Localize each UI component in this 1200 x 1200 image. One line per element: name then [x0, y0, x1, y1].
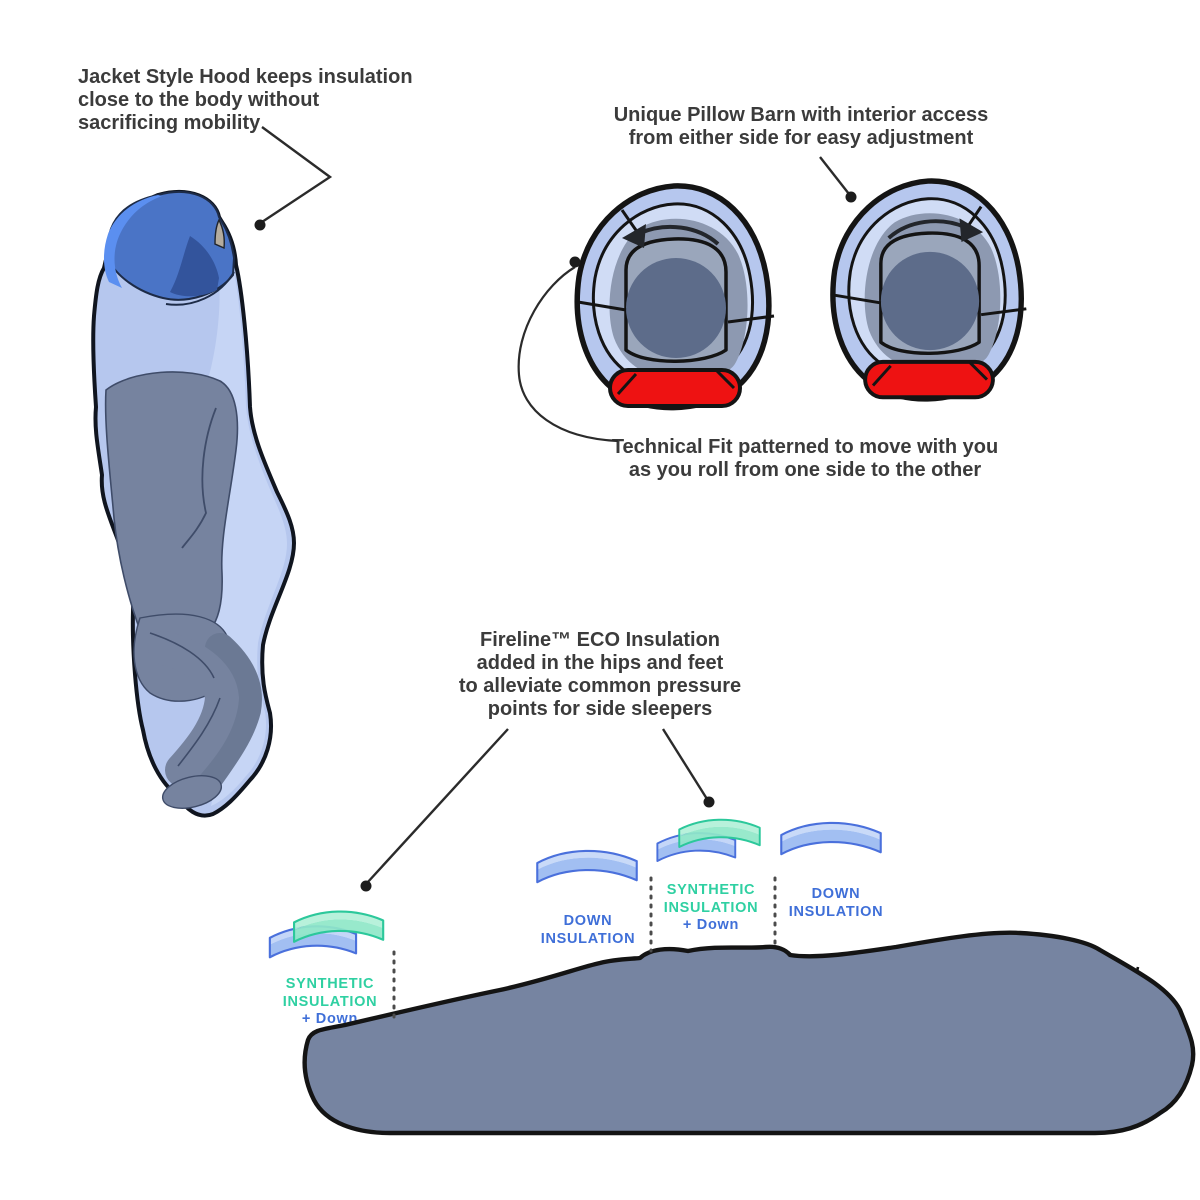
zone-label-synthetic-down-hips: SYNTHETIC INSULATION + Down: [648, 882, 774, 935]
fireline-annotation-line: added in the hips and feet: [476, 652, 724, 674]
pillow-barn-left-view: [574, 183, 775, 411]
sleeper-body-torso: [104, 371, 239, 631]
zone-material: DOWN: [811, 886, 861, 902]
zone-extra: + Down: [682, 917, 740, 933]
zone-material: INSULATION: [540, 930, 636, 947]
zone-material: INSULATION: [282, 993, 378, 1010]
pillow-barn-annotation-line: Unique Pillow Barn with interior access: [613, 104, 989, 126]
synthetic-down-wedge-icon: [656, 818, 761, 862]
fireline-annotation-line: Fireline™ ECO Insulation: [479, 629, 721, 651]
fireline-leader-line-right: [661, 728, 709, 800]
zone-material: INSULATION: [788, 903, 884, 920]
fireline-annotation: Fireline™ ECO Insulation added in the hi…: [437, 629, 763, 721]
barn-seam: [833, 293, 882, 305]
zone-material: DOWN: [563, 913, 613, 929]
sleeper-body-back-leg: [193, 633, 262, 793]
leader-dot: [703, 796, 715, 808]
zone-extra: + Down: [301, 1011, 359, 1027]
zone-label-down-legs: DOWN INSULATION: [528, 913, 648, 948]
fireline-annotation-line: to alleviate common pressure: [458, 675, 742, 697]
technical-fit-annotation: Technical Fit patterned to move with you…: [600, 436, 1010, 482]
synthetic-down-wedge-icon: [268, 910, 385, 959]
barn-seam: [727, 314, 775, 324]
roll-left-arrow-icon: [622, 224, 720, 248]
barn-pillow: [863, 359, 995, 400]
barn-seam: [714, 368, 736, 390]
sleeper-leg-contour: [149, 632, 215, 679]
fireline-annotation-line: points for side sleepers: [487, 698, 713, 720]
barn-seam: [980, 307, 1027, 317]
zone-material: SYNTHETIC: [666, 882, 756, 898]
sleeper-body-feet: [161, 775, 223, 809]
pillow-barn-annotation: Unique Pillow Barn with interior access …: [598, 104, 1004, 150]
sleeper-face: [214, 218, 225, 250]
zone-material: SYNTHETIC: [285, 976, 375, 992]
zone-label-synthetic-down-feet: SYNTHETIC INSULATION + Down: [264, 976, 396, 1029]
bag-outline-stroke: [305, 933, 1194, 1133]
fireline-leader-line-left: [366, 728, 509, 884]
sleeper-arm-contour: [181, 407, 217, 549]
technical-fit-annotation-line: as you roll from one side to the other: [628, 459, 982, 481]
hood-annotation-line: Jacket Style Hood keeps insulation: [78, 66, 413, 88]
barn-head: [880, 251, 980, 351]
cutaway-bag-illustration: [296, 925, 1200, 1140]
sleeper-hood-highlight: [103, 195, 162, 288]
sleeper-hood-shadow: [170, 236, 219, 297]
barn-seam: [616, 372, 638, 396]
barn-seam: [871, 364, 892, 387]
barn-seam: [968, 360, 989, 381]
side-sleeper-figure-illustration: [91, 189, 296, 818]
sleeper-leg-contour: [177, 697, 221, 767]
sleeper-body-front-leg: [148, 631, 240, 787]
zone-label-down-torso: DOWN INSULATION: [776, 886, 896, 921]
pillow-barn-right-view: [830, 178, 1027, 402]
roll-right-arrow-icon: [887, 218, 984, 242]
sleeper-collar-line: [165, 271, 235, 306]
hood-annotation-line: sacrificing mobility: [78, 112, 261, 134]
hood-annotation-line: close to the body without: [78, 89, 320, 111]
barn-head: [626, 258, 726, 358]
zone-material: INSULATION: [663, 899, 759, 916]
technical-fit-annotation-line: Technical Fit patterned to move with you: [611, 436, 999, 458]
leader-dot: [360, 880, 372, 892]
pillow-barn-annotation-line: from either side for easy adjustment: [628, 127, 974, 149]
down-wedge-icon: [536, 849, 638, 884]
down-wedge-icon: [780, 821, 882, 856]
hood-annotation: Jacket Style Hood keeps insulation close…: [78, 66, 413, 135]
